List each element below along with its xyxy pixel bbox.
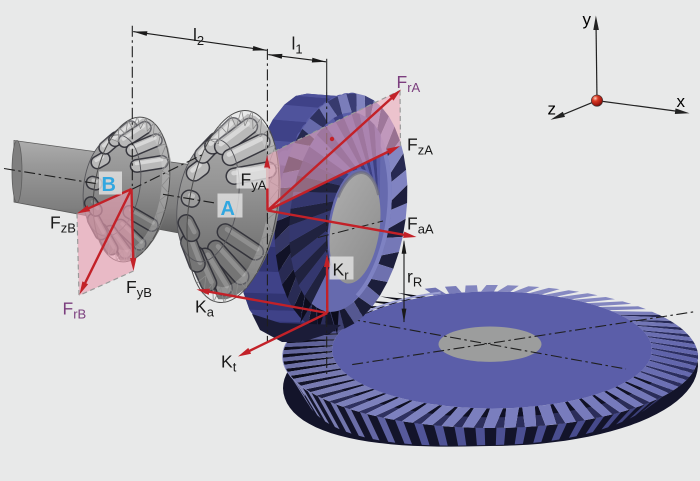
svg-text:y: y (583, 10, 592, 29)
svg-text:z: z (548, 100, 557, 119)
svg-text:B: B (102, 174, 116, 196)
svg-text:A: A (221, 198, 235, 220)
svg-text:x: x (677, 92, 686, 111)
